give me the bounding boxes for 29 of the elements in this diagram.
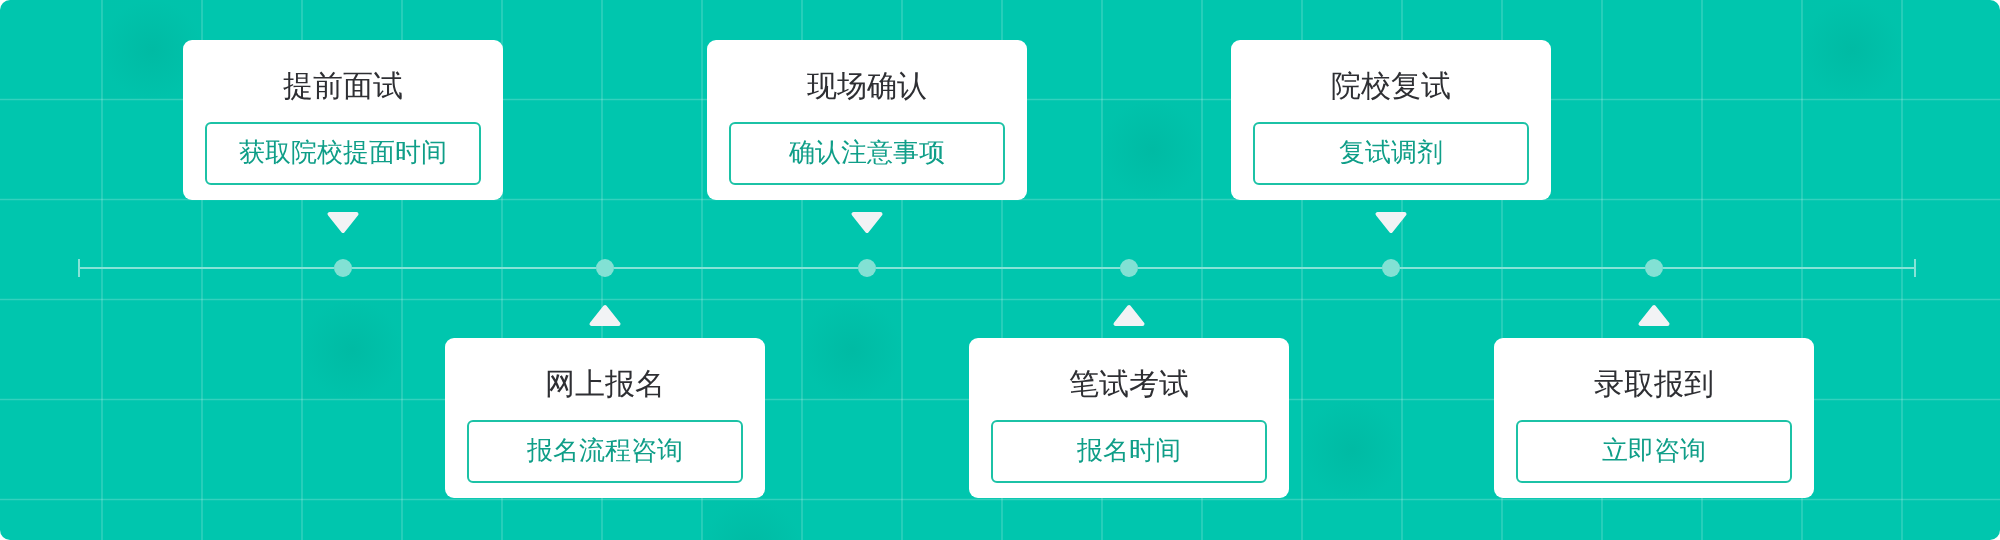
timeline-line	[1399, 267, 1646, 269]
pointer-arrow	[851, 212, 883, 233]
card-title: 笔试考试	[1068, 365, 1190, 403]
consult-button: 确认注意事项	[729, 122, 1005, 185]
card-title: 院校复试	[1330, 67, 1452, 105]
step-card	[183, 40, 503, 200]
consult-button: 获取院校提面时间	[205, 122, 481, 185]
card-title: 现场确认	[806, 67, 928, 105]
step-card	[1494, 338, 1814, 498]
card-title: 提前面试	[282, 67, 404, 105]
pointer-arrow	[1375, 212, 1407, 233]
step-card	[1231, 40, 1551, 200]
timeline-line	[875, 267, 1121, 269]
consult-button: 报名流程咨询	[467, 420, 743, 483]
consult-button: 复试调剂	[1253, 122, 1529, 185]
card-title: 录取报到	[1593, 365, 1715, 403]
pointer-arrow	[1113, 305, 1145, 326]
step-card	[969, 338, 1289, 498]
consult-button: 报名时间	[991, 420, 1267, 483]
pointer-arrow	[327, 212, 359, 233]
step-card	[445, 338, 765, 498]
timeline-line	[351, 267, 597, 269]
card-title: 网上报名	[544, 365, 666, 403]
timeline-line	[1137, 267, 1383, 269]
pointer-arrow	[589, 305, 621, 326]
step-card	[707, 40, 1027, 200]
pointer-arrow	[1638, 305, 1670, 326]
timeline-line	[613, 267, 859, 269]
consult-button: 立即咨询	[1516, 420, 1792, 483]
